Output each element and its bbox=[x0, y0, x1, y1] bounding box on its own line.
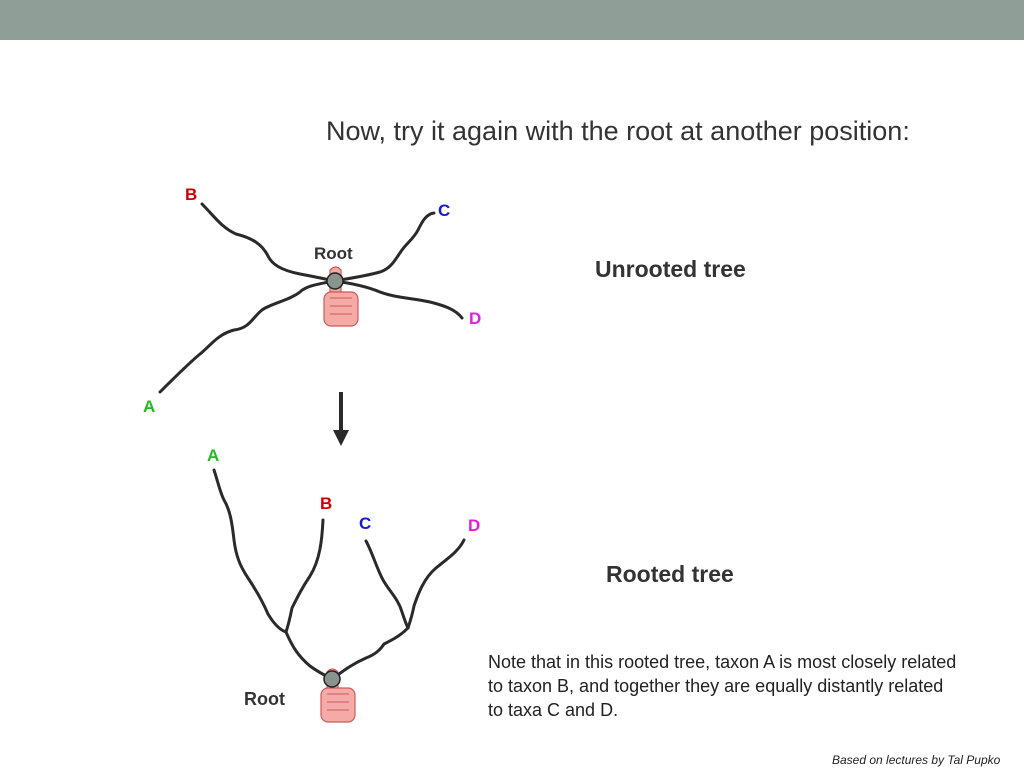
unrooted-root-label: Root bbox=[314, 244, 353, 263]
header-bar bbox=[0, 0, 1024, 40]
down-arrow-icon bbox=[333, 392, 349, 446]
unrooted-tree-label: Unrooted tree bbox=[595, 256, 746, 282]
rooted-taxon-d: D bbox=[468, 516, 480, 535]
rooted-taxon-c: C bbox=[359, 514, 371, 533]
unrooted-taxon-a: A bbox=[143, 397, 155, 416]
rooted-root-label: Root bbox=[244, 689, 285, 709]
branch-cd-stem bbox=[330, 626, 410, 681]
root-node-icon bbox=[323, 670, 341, 688]
branch-b bbox=[200, 202, 336, 283]
unrooted-taxon-d: D bbox=[469, 309, 481, 328]
unrooted-taxon-b: B bbox=[185, 185, 197, 204]
slide-title: Now, try it again with the root at anoth… bbox=[326, 116, 910, 146]
branch-c bbox=[364, 539, 410, 630]
explanation-note: Note that in this rooted tree, taxon A i… bbox=[488, 652, 957, 720]
branch-a bbox=[212, 468, 288, 634]
rooted-taxon-a: A bbox=[207, 446, 219, 465]
branch-b bbox=[284, 518, 325, 634]
branch-d bbox=[332, 279, 464, 320]
branch-d bbox=[406, 538, 466, 630]
unrooted-tree bbox=[158, 202, 464, 394]
root-node-icon bbox=[326, 272, 344, 290]
credit-text: Based on lectures by Tal Pupko bbox=[832, 753, 1001, 767]
rooted-tree bbox=[212, 468, 466, 681]
rooted-tree-label: Rooted tree bbox=[606, 561, 734, 587]
branch-ab-stem bbox=[284, 630, 334, 681]
rooted-taxon-b: B bbox=[320, 494, 332, 513]
branch-c bbox=[332, 211, 436, 283]
unrooted-taxon-c: C bbox=[438, 201, 450, 220]
branch-a bbox=[158, 279, 336, 394]
